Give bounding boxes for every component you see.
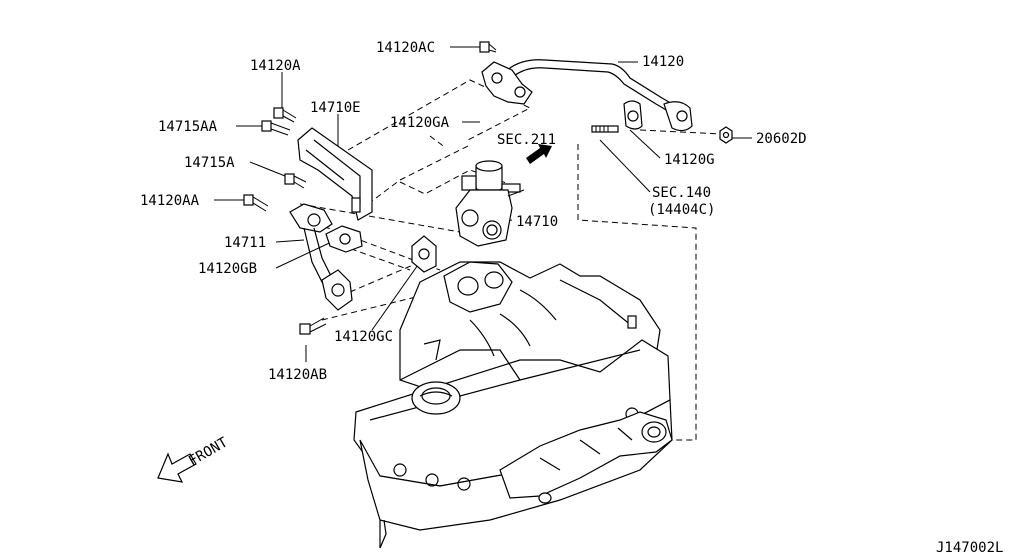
label-14120GC: 14120GC [334, 329, 393, 345]
label-14710E: 14710E [310, 100, 361, 116]
gasket-14120GC [411, 235, 437, 273]
diagram-code: J147002L [936, 540, 1003, 556]
label-14120AC: 14120AC [376, 40, 435, 56]
label-14715A: 14715A [184, 155, 235, 171]
label-14120AA: 14120AA [140, 193, 200, 209]
nut-20602D [719, 126, 733, 144]
label-14404C: (14404C) [648, 202, 715, 218]
bolt-14120A [273, 107, 297, 123]
label-14120G: 14120G [664, 152, 715, 168]
pipe-14711 [289, 203, 353, 311]
bolt-14715A [284, 173, 307, 189]
label-14120GA: 14120GA [390, 115, 450, 131]
label-sec140: SEC.140 [652, 185, 711, 201]
egr-valve-14710 [455, 160, 525, 247]
label-14711: 14711 [224, 235, 266, 251]
front-arrow [157, 452, 197, 483]
bolt-14715AA [261, 120, 291, 136]
engine-assembly [353, 261, 673, 549]
label-front: FRONT [186, 434, 231, 469]
label-14120AB: 14120AB [268, 367, 327, 383]
label-sec211: SEC.211 [497, 132, 556, 148]
label-20602D: 20602D [756, 131, 807, 147]
stud-sec140 [591, 125, 619, 133]
sec211-arrow [526, 144, 552, 164]
label-14120A: 14120A [250, 58, 301, 74]
bolt-14120AB [299, 317, 327, 335]
bolt-14120AC [479, 41, 497, 53]
bolt-14120AA [243, 194, 269, 212]
gasket-14120GB [325, 225, 363, 253]
bracket-14710E [297, 127, 373, 221]
label-14710: 14710 [516, 214, 558, 230]
label-14715AA: 14715AA [158, 119, 218, 135]
label-14120GB: 14120GB [198, 261, 257, 277]
egr-tube-14120 [481, 59, 693, 132]
part-labels: 14120AC 14120 14120A 14715AA 14710E 1412… [140, 40, 1003, 556]
label-14120: 14120 [642, 54, 684, 70]
